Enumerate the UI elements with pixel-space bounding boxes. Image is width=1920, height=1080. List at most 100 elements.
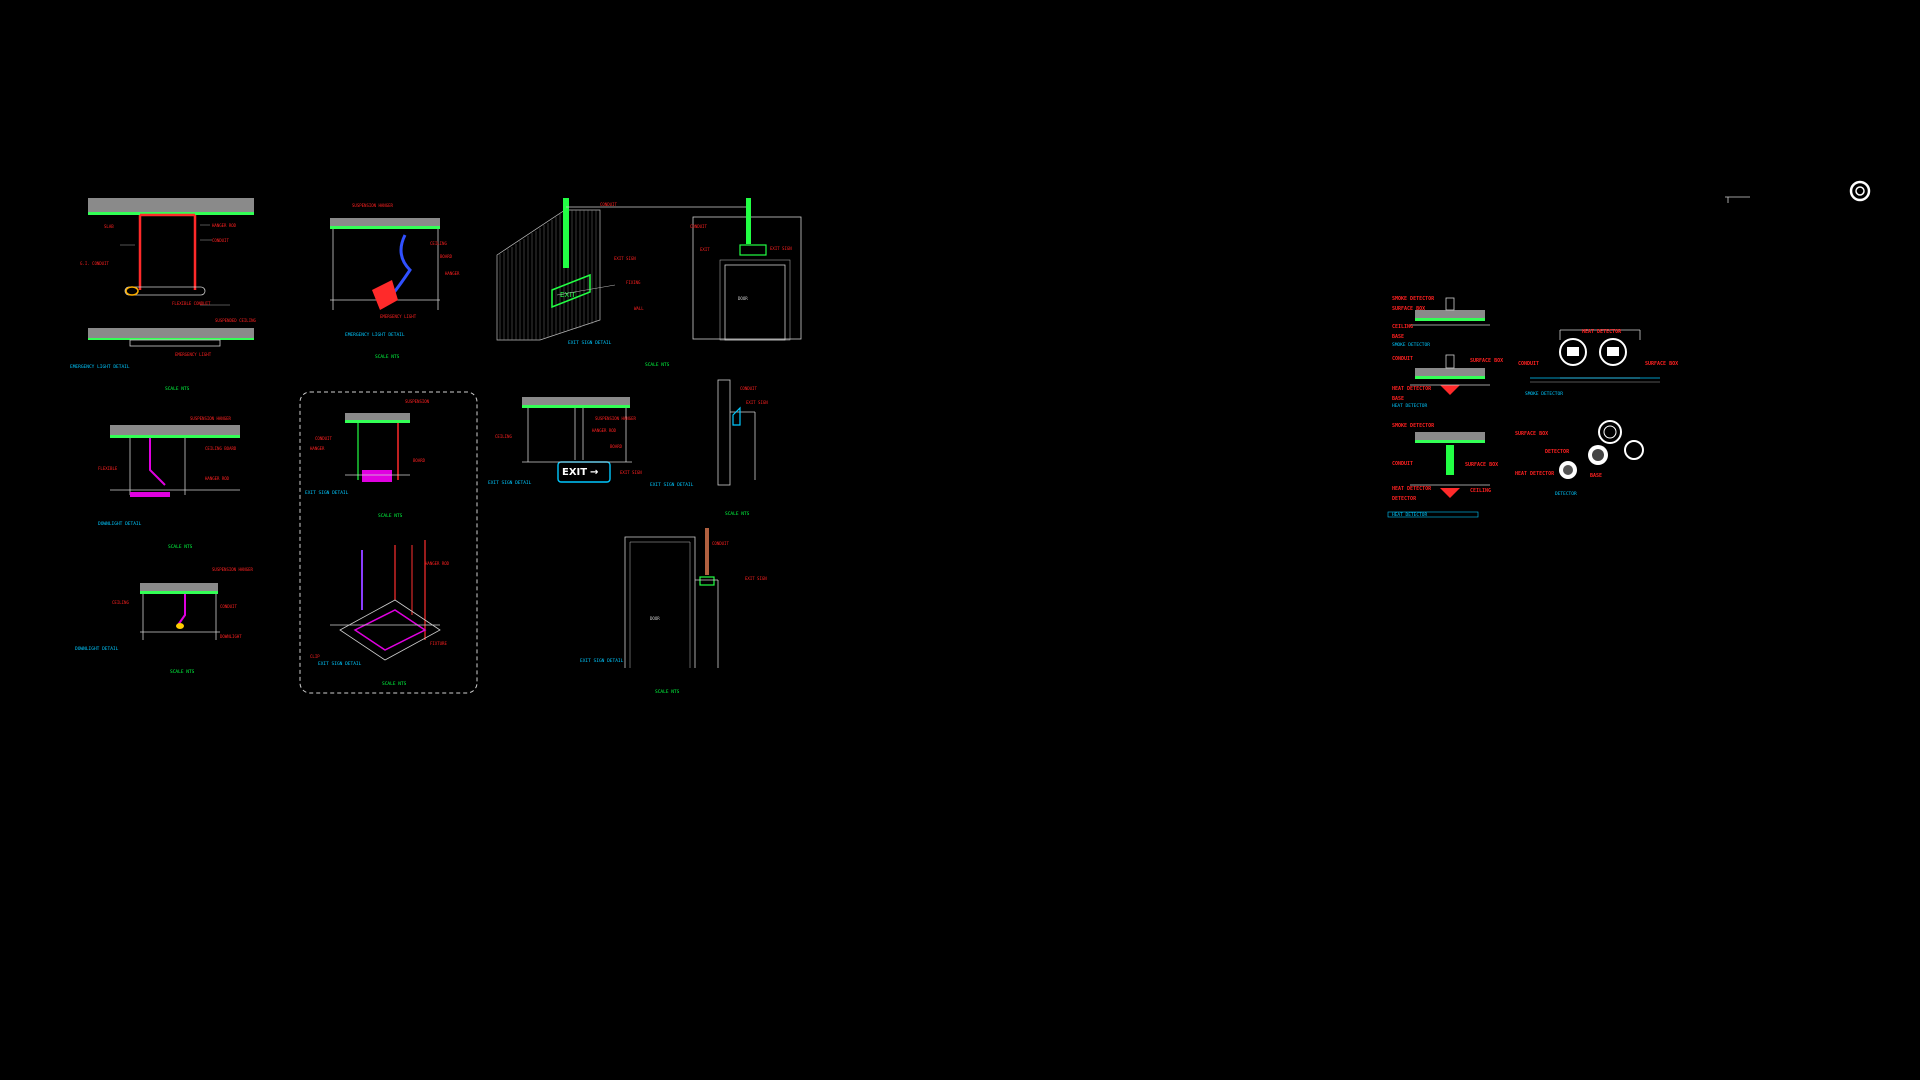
flex-cable-blue — [390, 234, 412, 296]
detector-base-icon — [1598, 420, 1622, 444]
detail-caption: EXIT SIGN DETAIL — [305, 490, 349, 496]
detector-caption: SMOKE DETECTOR — [1392, 342, 1430, 348]
exit-sign-elevation — [739, 244, 767, 256]
detail-caption: EMERGENCY LIGHT DETAIL — [70, 364, 130, 370]
fixture-frame — [353, 609, 427, 651]
detector-details-panel: SMOKE DETECTOR SURFACE BOX CEILING BASE … — [1387, 296, 1678, 518]
svg-text:SLAB: SLAB — [104, 224, 114, 229]
svg-text:CONDUIT: CONDUIT — [220, 604, 237, 609]
detector-plan-icon — [1599, 338, 1627, 366]
luminaire — [129, 339, 221, 347]
svg-text:G.I. CONDUIT: G.I. CONDUIT — [80, 261, 109, 266]
svg-text:CONDUIT: CONDUIT — [712, 541, 729, 546]
svg-text:WALL: WALL — [634, 306, 644, 311]
svg-text:EXIT: EXIT — [700, 247, 710, 252]
svg-text:CLIP: CLIP — [310, 654, 320, 659]
detector-label: SURFACE BOX — [1465, 462, 1498, 468]
detail-exit-sign-wall: EXIT CONDUIT EXIT SIGN FIXING WALL EXIT … — [496, 198, 802, 368]
svg-text:CEILING: CEILING — [430, 241, 447, 246]
ucs-marker — [1725, 196, 1750, 203]
svg-text:EXIT SIGN: EXIT SIGN — [770, 246, 792, 251]
junction-box — [176, 623, 184, 629]
svg-text:EXIT SIGN: EXIT SIGN — [620, 470, 642, 475]
svg-text:HANGER ROD: HANGER ROD — [592, 428, 617, 433]
svg-text:CONDUIT: CONDUIT — [740, 386, 757, 391]
svg-text:CONDUIT: CONDUIT — [690, 224, 707, 229]
scale-label: SCALE NTS — [382, 681, 407, 687]
detector-label: CONDUIT — [1518, 361, 1539, 367]
exit-arrow-icon: → — [590, 467, 598, 478]
scale-label: SCALE NTS — [378, 513, 403, 519]
scale-label: SCALE NTS — [375, 354, 400, 360]
svg-text:SUSPENSION HANGER: SUSPENSION HANGER — [352, 203, 394, 208]
detail-caption: EXIT SIGN DETAIL — [568, 340, 612, 346]
svg-text:SUSPENDED CEILING: SUSPENDED CEILING — [215, 318, 257, 323]
svg-text:CEILING: CEILING — [495, 434, 512, 439]
svg-text:BOARD: BOARD — [413, 458, 426, 463]
svg-text:CONDUIT: CONDUIT — [315, 436, 332, 441]
emergency-unit — [372, 280, 398, 310]
scale-label: SCALE NTS — [170, 669, 195, 675]
svg-text:FIXTURE: FIXTURE — [430, 641, 447, 646]
svg-text:SUSPENSION HANGER: SUSPENSION HANGER — [595, 416, 637, 421]
exit-sign-text: EXIT — [562, 467, 587, 478]
svg-text:HANGER: HANGER — [445, 271, 460, 276]
scale-label: SCALE NTS — [645, 362, 670, 368]
scale-label: SCALE NTS — [725, 511, 750, 517]
svg-text:SUSPENSION HANGER: SUSPENSION HANGER — [212, 567, 254, 572]
svg-text:EXIT SIGN: EXIT SIGN — [746, 400, 768, 405]
detector-caption: HEAT DETECTOR — [1392, 403, 1428, 409]
svg-text:BOARD: BOARD — [440, 254, 453, 259]
detector-label: DETECTOR — [1392, 496, 1417, 502]
detector-label: SURFACE BOX — [1470, 358, 1503, 364]
concrete-slab — [88, 198, 254, 214]
svg-text:SUSPENSION HANGER: SUSPENSION HANGER — [190, 416, 232, 421]
detector-label: CEILING — [1392, 324, 1413, 330]
detail-caption: EXIT SIGN DETAIL — [318, 661, 362, 667]
svg-text:EXIT SIGN: EXIT SIGN — [614, 256, 636, 261]
svg-text:HANGER: HANGER — [310, 446, 325, 451]
detail-caption: EXIT SIGN DETAIL — [580, 658, 624, 664]
ceiling-grid — [339, 599, 441, 661]
detector-label: HEAT DETECTOR — [1582, 329, 1622, 335]
conduit-green — [563, 198, 569, 268]
detector-label: HEAT DETECTOR — [1392, 486, 1432, 492]
detector-caption: SMOKE DETECTOR — [1525, 391, 1563, 397]
detector-label: SURFACE BOX — [1515, 431, 1548, 437]
svg-text:HANGER ROD: HANGER ROD — [425, 561, 450, 566]
navigation-wheel-icon[interactable] — [1849, 180, 1871, 202]
svg-text:DOWNLIGHT: DOWNLIGHT — [220, 634, 242, 639]
detector-label: HEAT DETECTOR — [1392, 386, 1432, 392]
detector-label: BASE — [1392, 396, 1404, 402]
svg-text:EXIT SIGN: EXIT SIGN — [745, 576, 767, 581]
svg-text:EMERGENCY LIGHT: EMERGENCY LIGHT — [380, 314, 417, 319]
svg-text:BOARD: BOARD — [610, 444, 623, 449]
detector-label: SMOKE DETECTOR — [1392, 296, 1435, 302]
slab-edge — [88, 212, 254, 215]
detail-group-border — [299, 391, 478, 694]
detail-caption: EMERGENCY LIGHT DETAIL — [345, 332, 405, 338]
detail-caption: EXIT SIGN DETAIL — [650, 482, 694, 488]
detector-label: BASE — [1392, 334, 1404, 340]
detector-plan-icon — [1559, 338, 1587, 366]
detail-downlight-1: SUSPENSION HANGER CEILING BOARD FLEXIBLE… — [98, 416, 240, 550]
detector-label: CONDUIT — [1392, 356, 1413, 362]
svg-text:EXIT: EXIT — [560, 291, 576, 299]
detector-label: SURFACE BOX — [1645, 361, 1678, 367]
light-fixture — [124, 286, 206, 296]
svg-text:SUSPENSION: SUSPENSION — [405, 399, 430, 404]
detector-label: CONDUIT — [1392, 461, 1413, 467]
downlight — [130, 492, 170, 497]
svg-text:CONDUIT: CONDUIT — [600, 202, 617, 207]
svg-text:DOOR: DOOR — [650, 616, 660, 621]
svg-text:CEILING: CEILING — [112, 600, 129, 605]
exit-sign-perspective — [551, 273, 591, 309]
detail-caption: DOWNLIGHT DETAIL — [98, 521, 142, 527]
detector-caption: HEAT DETECTOR — [1392, 512, 1428, 518]
detail-downlight-2: SUSPENSION HANGER CEILING CONDUIT DOWNLI… — [75, 567, 254, 675]
detail-exit-sign-ceiling: EXIT → SUSPENSION HANGER HANGER ROD CEIL… — [488, 379, 768, 695]
svg-text:FIXING: FIXING — [626, 280, 641, 285]
svg-text:HANGER ROD: HANGER ROD — [212, 223, 237, 228]
